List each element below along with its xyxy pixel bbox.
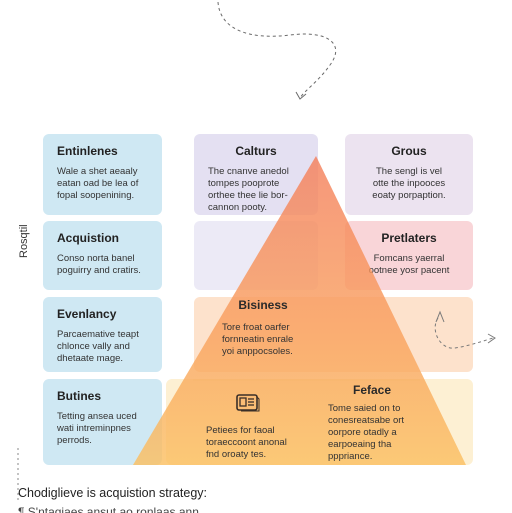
card-text: Fomcans yaerral ootnee yosr pacent [355, 253, 463, 277]
card-text-line: The cnanve anedol [208, 166, 289, 177]
pyramid-text-line: pppriance. [328, 451, 373, 462]
card-text-line: The sengl is vel [375, 166, 442, 177]
top-dashed-arrow [217, 1, 337, 99]
card-text: Parcaemative teapt chlonce vally and dhe… [57, 329, 152, 365]
right-dashed-arrow [434, 317, 494, 349]
document-icon [236, 394, 260, 412]
card-text: Tetting ansea uced wati intreminpnes per… [57, 411, 152, 447]
pyramid-bisiness: Bisiness Tore froat oarfer fornneatin en… [200, 298, 326, 358]
card-grous: Grous The sengl is vel otte the inpooces… [345, 134, 473, 215]
top-arrow-head [295, 91, 307, 100]
pyramid-text-line: yoi anppocsoles. [222, 346, 293, 357]
pyramid-text-line: Tore froat oarfer [222, 322, 290, 333]
card-text-line: cannon pooty. [208, 202, 267, 213]
card-text: The sengl is vel otte the inpooces eoaty… [355, 166, 463, 202]
diagram-caption: Chodiglieve is acquistion strategy: [18, 486, 207, 500]
card-evenlancy: Evenlancy Parcaemative teapt chlonce val… [43, 297, 162, 372]
card-text-line: ootnee yosr pacent [368, 265, 450, 276]
card-text-line: Fomcans yaerral [373, 253, 445, 264]
pyramid-text-line: Tome saied on to [328, 403, 401, 414]
right-arrow-head [435, 310, 445, 323]
pyramid-text: Tore froat oarfer fornneatin enrale yoi … [200, 322, 326, 358]
card-text-line: Tetting ansea uced [57, 411, 137, 422]
pyramid-title: Feface [352, 383, 392, 397]
card-acquistion: Acquistion Conso norta banel poguirry an… [43, 221, 162, 290]
pyramid-text-line: fornneatin enrale [222, 334, 294, 345]
pyramid-title: Bisiness [238, 298, 288, 312]
card-title: Grous [391, 144, 427, 158]
right-arrow-head-2 [487, 333, 496, 344]
card-title: Entinlenes [57, 144, 118, 158]
pyramid-text: Petiees for faoal toraeccoont anonal fnd… [196, 425, 326, 461]
pyramid-text-line: Petiees for faoal [206, 425, 275, 436]
card-title: Pretlaters [381, 231, 437, 245]
card-title: Acquistion [57, 231, 119, 245]
card-text-line: poguirry and cratirs. [57, 265, 141, 276]
card-text-line: eoaty porpaption. [372, 190, 446, 201]
card-text-line: eatan oad be lea of [57, 178, 139, 189]
card-title: Evenlancy [57, 307, 117, 321]
pyramid-shape [133, 156, 466, 465]
card-text-line: Wale a shet aeaaly [57, 166, 138, 177]
card-text: Conso norta banel poguirry and cratirs. [57, 253, 152, 277]
pyramid-text: Tome saied on to conesreatsabe ort oorpo… [322, 403, 422, 463]
card-text-line: chlonce vally and [57, 341, 130, 352]
card-text-line: Parcaemative teapt [57, 329, 139, 340]
card-title: Calturs [235, 144, 277, 158]
card-text: The cnanve anedol tompes pooprote orthee… [204, 166, 308, 214]
pyramid-text-line: conesreatsabe ort [328, 415, 405, 426]
card-title: Butines [57, 389, 102, 403]
card-text: Wale a shet aeaaly eatan oad be lea of f… [57, 166, 152, 202]
pyramid-text-line: fnd oroaty tes. [206, 449, 267, 460]
vertical-side-label: Rosqtil [18, 224, 30, 258]
card-text-line: tompes pooprote [208, 178, 280, 189]
pyramid-icon-block: Petiees for faoal toraeccoont anonal fnd… [196, 425, 326, 461]
card-text-line: wati intreminpnes [57, 423, 131, 434]
card-text-line: orthee thee lie bor- [208, 190, 288, 201]
pyramid-text-line: earpoeaing tha [328, 439, 392, 450]
pyramid-text-line: oorpore otadly a [328, 427, 397, 438]
pyramid-text-line: toraeccoont anonal [206, 437, 287, 448]
pyramid-feface: Feface Tome saied on to conesreatsabe or… [322, 383, 422, 463]
card-text-line: perrods. [57, 435, 92, 446]
diagram-caption-cut: ¶ S'ntaqiaes ansut ao ronlaas ann [18, 505, 199, 513]
card-entinlenes: Entinlenes Wale a shet aeaaly eatan oad … [43, 134, 162, 215]
card-text-line: otte the inpooces [372, 178, 446, 189]
card-text-line: Conso norta banel [57, 253, 135, 264]
card-text-line: dhetaate mage. [57, 353, 124, 364]
card-text-line: fopal soopenining. [57, 190, 135, 201]
